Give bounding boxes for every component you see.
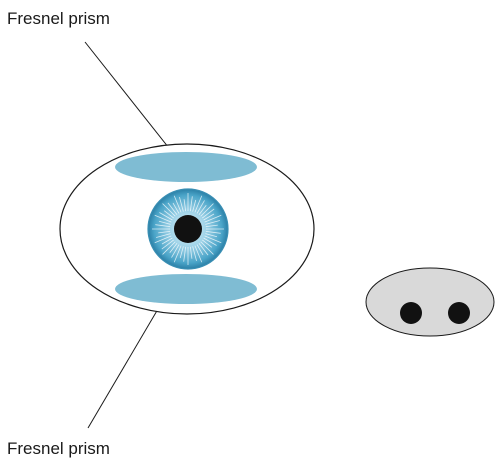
side-view-dot-right (448, 302, 470, 324)
fresnel-prism-bottom (115, 274, 257, 304)
eye-icon (148, 189, 228, 269)
label-fresnel-prism-top: Fresnel prism (7, 10, 110, 27)
pupil (174, 215, 202, 243)
label-fresnel-prism-bottom: Fresnel prism (7, 440, 110, 457)
side-view (366, 268, 494, 336)
side-view-dot-left (400, 302, 422, 324)
side-view-outline (366, 268, 494, 336)
fresnel-prism-top (115, 152, 257, 182)
leader-line-bottom (88, 292, 168, 428)
leader-line-top (85, 42, 180, 162)
